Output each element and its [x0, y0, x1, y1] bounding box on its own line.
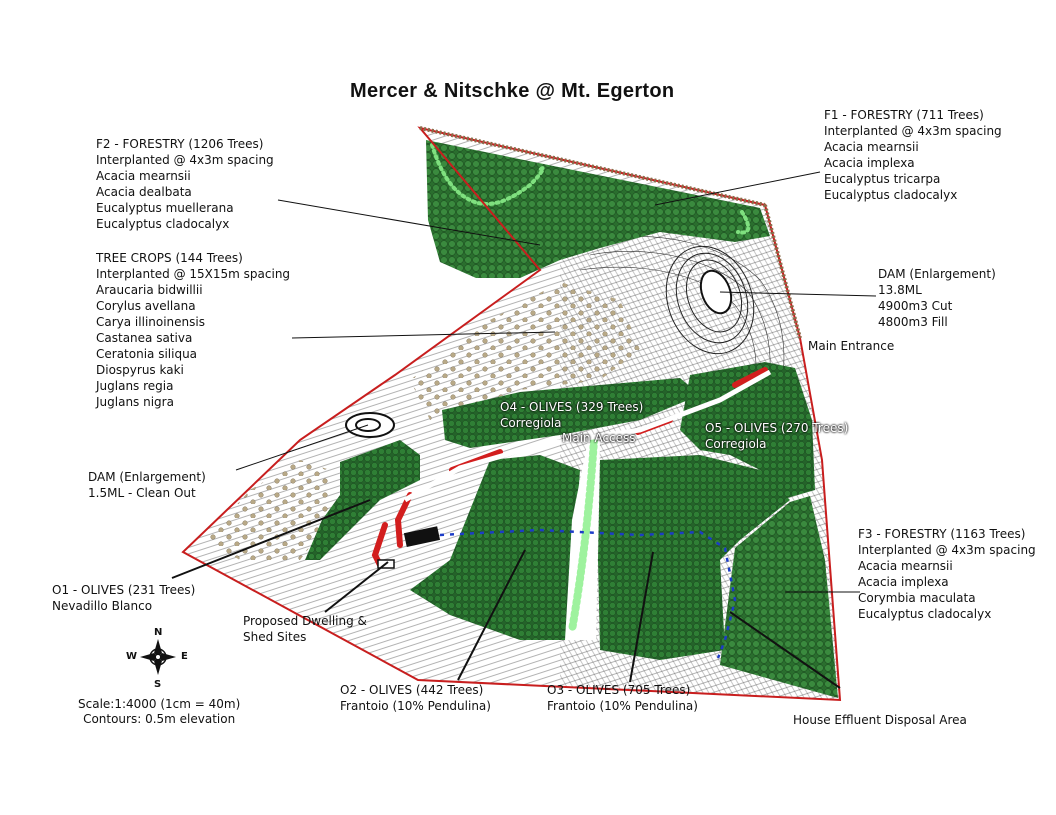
- track-green-dotted-south: [568, 436, 598, 634]
- label-tree-crops: TREE CROPS (144 Trees)Interplanted @ 15X…: [96, 251, 291, 409]
- label-f3: F3 - FORESTRY (1163 Trees)Interplanted @…: [858, 527, 1036, 621]
- tree-crops-area: [410, 282, 640, 420]
- label-main-entrance: Main Entrance: [808, 339, 895, 353]
- leader-lines: [235, 171, 877, 593]
- arrow-lines: [171, 499, 841, 689]
- road-white-center: [403, 369, 772, 503]
- compass-s: S: [154, 679, 162, 690]
- dwelling-site: [403, 526, 441, 547]
- label-f2: F2 - FORESTRY (1206 Trees)Interplanted @…: [96, 137, 274, 231]
- label-main-access: Main Access: [562, 431, 636, 445]
- forest-f2-f1-area: [426, 140, 770, 278]
- label-effluent: House Effluent Disposal Area: [793, 713, 967, 727]
- olive-block-o2: [410, 455, 580, 640]
- map-title: Mercer & Nitschke @ Mt. Egerton: [350, 80, 675, 102]
- dam-small: [345, 412, 395, 438]
- compass-n: N: [154, 627, 163, 638]
- forest-f3-area: [720, 496, 838, 698]
- north-fence: [419, 126, 766, 207]
- olive-block-o5: [680, 362, 815, 500]
- scale-legend: Scale:1:4000 (1cm = 40m) Contours: 0.5m …: [78, 697, 241, 726]
- dam-large: [665, 245, 755, 355]
- label-o2: O2 - OLIVES (442 Trees)Frantoio (10% Pen…: [340, 683, 491, 713]
- olive-block-o4: [442, 378, 700, 448]
- olive-block-o3: [598, 455, 790, 660]
- label-dwelling: Proposed Dwelling &Shed Sites: [243, 614, 367, 644]
- tree-crops-sw-area: [205, 460, 330, 560]
- east-fence: [763, 204, 802, 339]
- compass-e: E: [181, 651, 188, 662]
- label-dam-small: DAM (Enlargement)1.5ML - Clean Out: [88, 470, 206, 500]
- track-green-dotted-east: [736, 210, 751, 235]
- label-o5: O5 - OLIVES (270 Trees)Corregiola: [705, 421, 849, 451]
- track-green-dotted: [430, 143, 545, 206]
- olive-block-o1: [305, 440, 420, 560]
- compass-w: W: [126, 651, 138, 662]
- compass-icon: [140, 639, 176, 675]
- label-o3: O3 - OLIVES (705 Trees)Frantoio (10% Pen…: [547, 683, 698, 713]
- label-o4: O4 - OLIVES (329 Trees)Corregiola: [500, 400, 644, 430]
- label-o1: O1 - OLIVES (231 Trees)Nevadillo Blanco: [52, 583, 196, 613]
- label-f1: F1 - FORESTRY (711 Trees)Interplanted @ …: [824, 108, 1002, 202]
